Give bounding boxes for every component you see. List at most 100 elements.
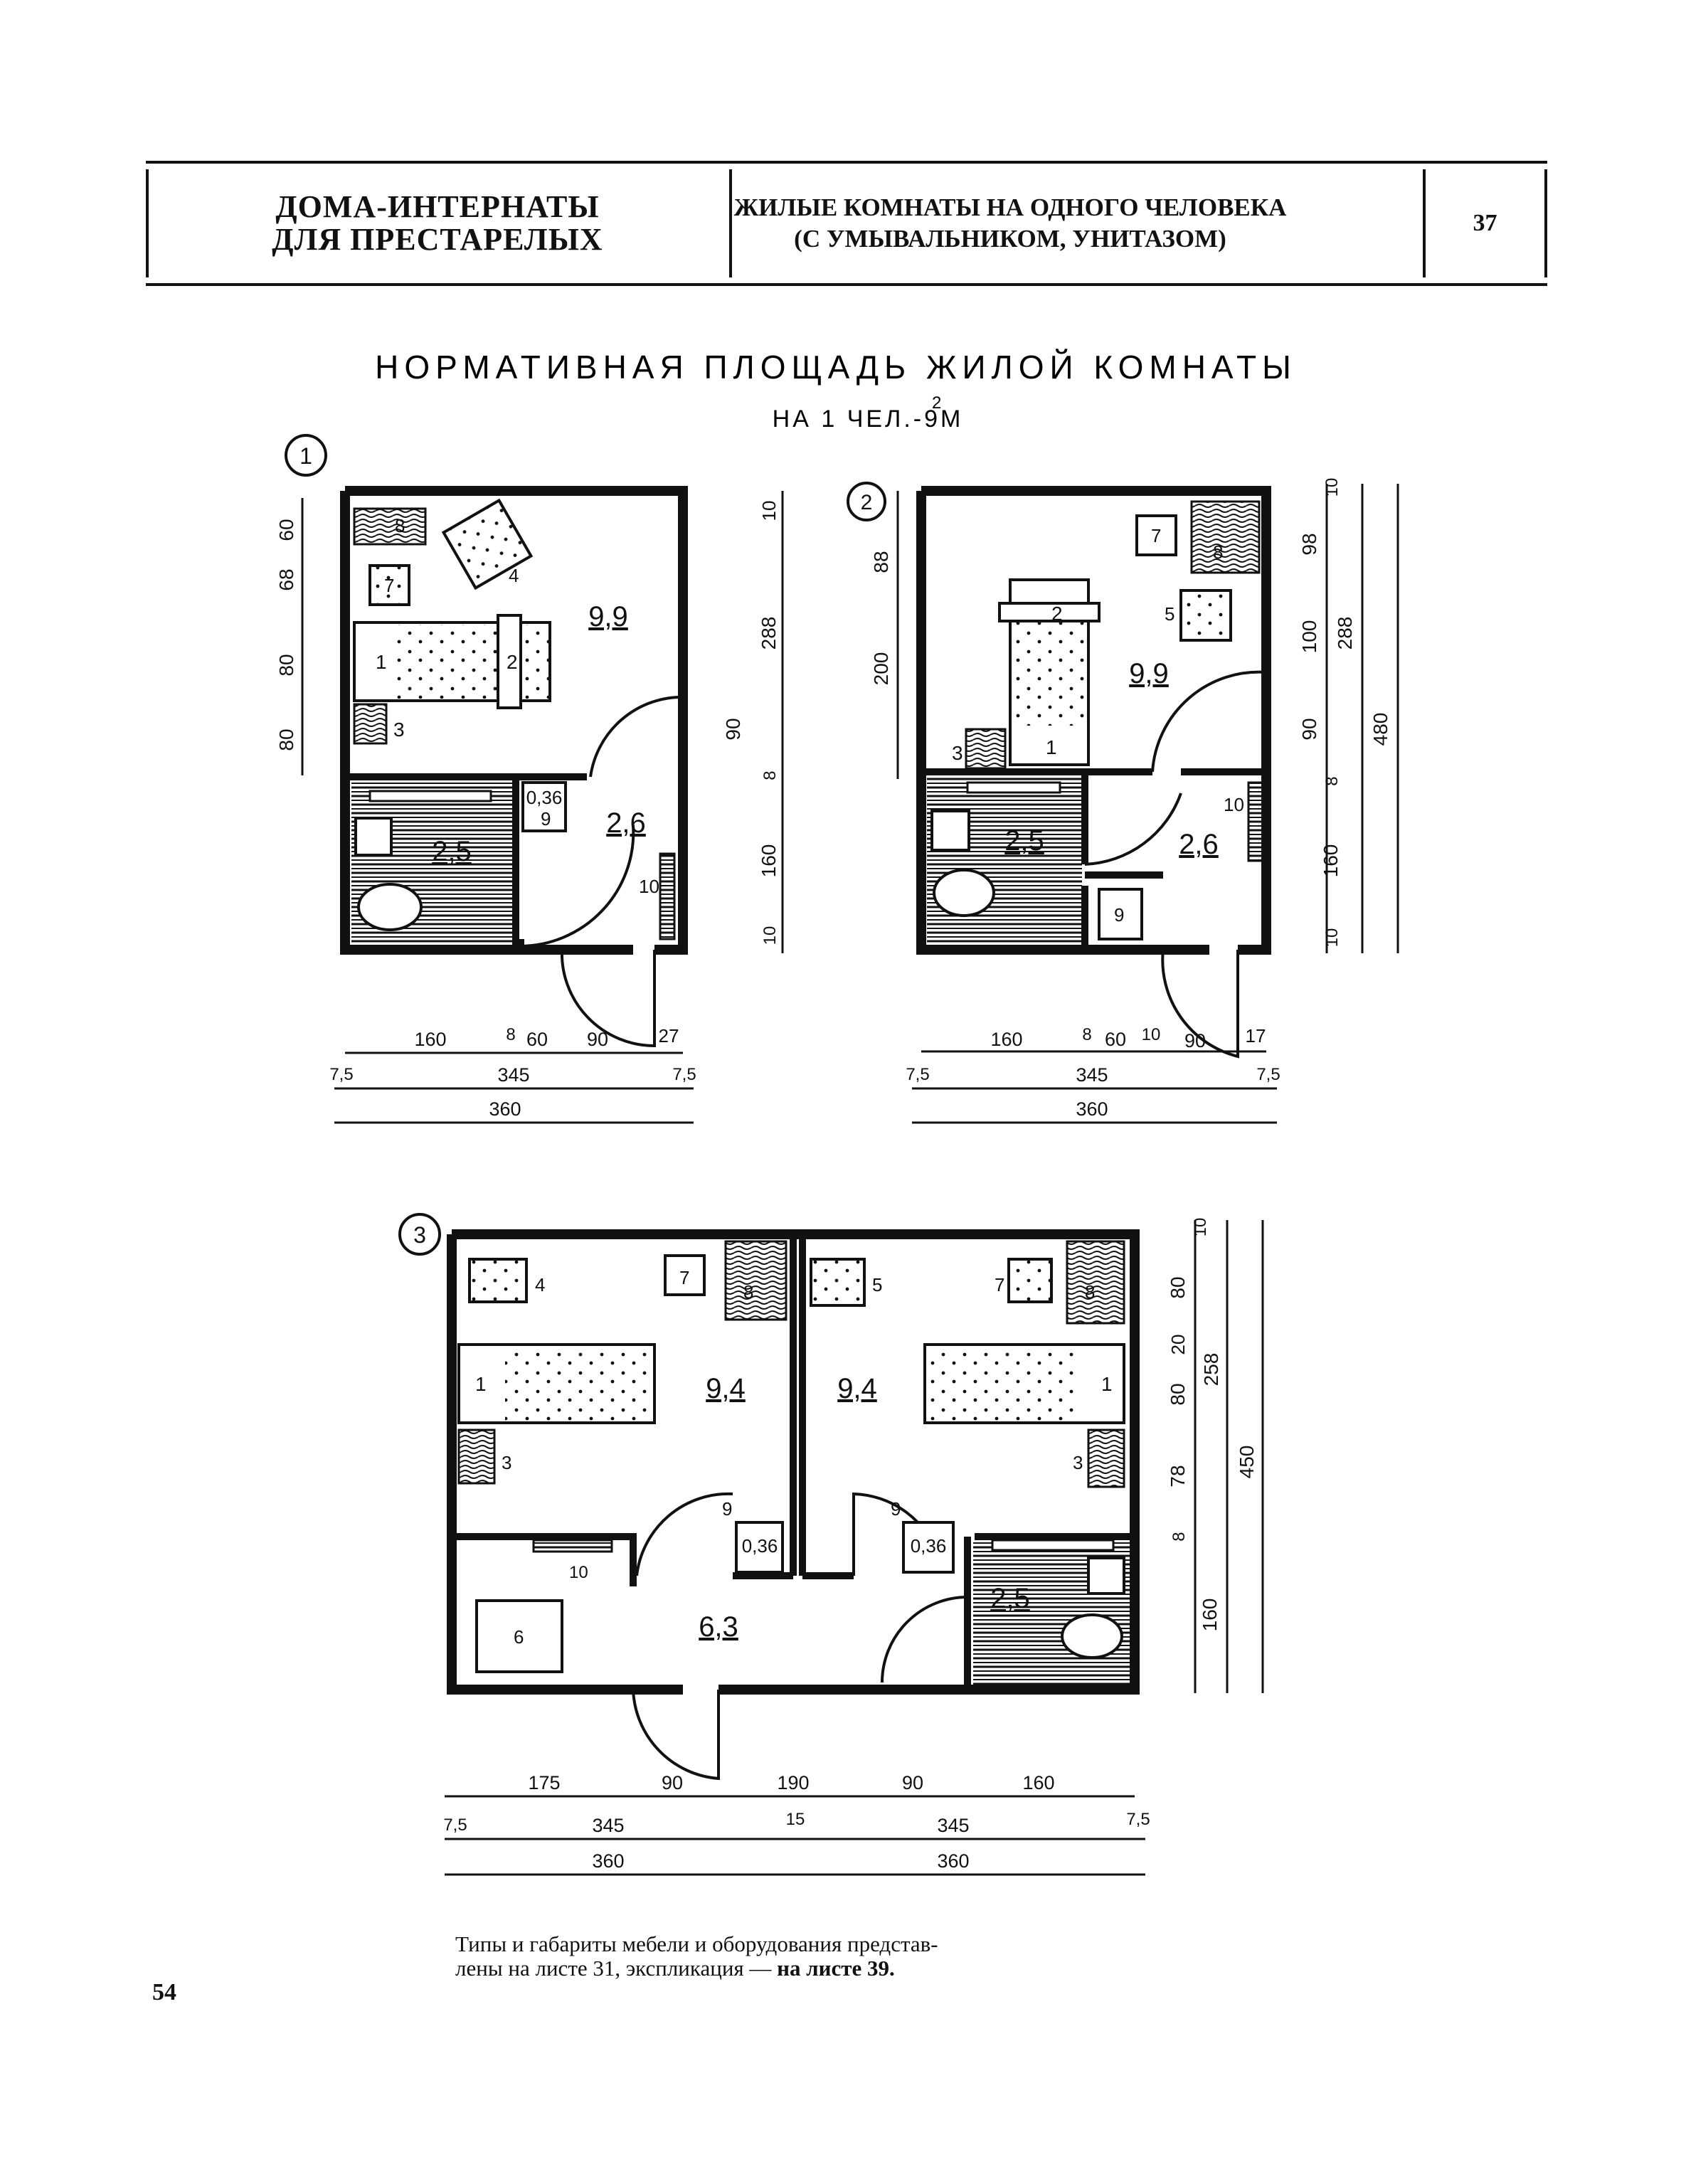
plan-3-label-right-7: 7 [995, 1274, 1004, 1295]
plan-3-dim-bottom-1: 90 [662, 1772, 683, 1793]
plan-2-label-10: 10 [1224, 794, 1244, 815]
plan-3-right-closet-9 [902, 1521, 955, 1574]
plan-2-label-1: 1 [1046, 736, 1057, 758]
plan-3-dim-bottom-9: 7,5 [1126, 1810, 1150, 1829]
plan-3-bathtub-edge [991, 1539, 1115, 1552]
plan-3-dim-bottom-11: 360 [937, 1850, 969, 1872]
header-left-border [146, 169, 149, 277]
drawing-subtitle-superscript: 2 [932, 393, 941, 413]
caption-line-1: Типы и габариты мебели и оборудования пр… [455, 1931, 938, 1956]
plan-3-left-door-arc [635, 1492, 733, 1576]
plan-1-label-2: 2 [507, 651, 518, 673]
plan-1-dim-bottom-1: 8 [506, 1025, 515, 1044]
plan-2-table-7 [1135, 514, 1177, 556]
plan-3-dim-right-mid: 258 [1200, 1353, 1222, 1387]
plan-3-left-wardrobe-8 [724, 1240, 788, 1321]
plan-3-label-left-1: 1 [475, 1373, 487, 1395]
plan-1-toilet [357, 883, 423, 931]
plan-2-label-7: 7 [1151, 525, 1161, 546]
plan-1-bath-door-arc [519, 825, 635, 948]
plan-3-right-table-7 [1007, 1258, 1053, 1303]
plan-2-bath-door-arc [1084, 793, 1182, 866]
plan-3-right-shelf-3 [1087, 1428, 1125, 1488]
plan-3-label-6: 6 [514, 1626, 524, 1648]
plan-1-bed-1 [391, 625, 549, 699]
plan-1-label-3: 3 [393, 719, 405, 741]
plan-1-dim-right-5: 10 [760, 926, 780, 945]
plan-1-dim-right-2: 90 [722, 718, 744, 740]
plan-3-left-bed-1 [505, 1347, 653, 1421]
plan-3-dim-right-0: 10 [1191, 1218, 1210, 1237]
drawing-title: НОРМАТИВНАЯ ПЛОЩАДЬ ЖИЛОЙ КОМНАТЫ [375, 349, 1297, 386]
plan-3-marker-circle [398, 1213, 441, 1256]
plan-3-dim-right-2: 20 [1167, 1335, 1189, 1355]
plan-2-bath-floor [927, 778, 1082, 945]
plan-2-dim-right-4: 8 [1322, 776, 1342, 785]
plan-3-left-table-7 [664, 1254, 706, 1296]
plan-2-dim-right-0: 10 [1322, 478, 1342, 497]
plan-3-bath-area: 2,5 [990, 1583, 1030, 1614]
plan-3-hall-area: 6,3 [699, 1611, 738, 1643]
plan-2-dim-bottom-0: 160 [990, 1029, 1022, 1050]
plan-3-entry-door-arc [632, 1689, 720, 1781]
plan-3-label-left-9: 9 [722, 1498, 732, 1520]
plan-1-marker: 1 [299, 443, 312, 469]
plan-3-dim-bottom-10: 360 [592, 1850, 624, 1872]
plan-3-dim-right-1: 80 [1167, 1276, 1189, 1298]
plan-2-dim-bottom-4: 90 [1184, 1030, 1206, 1051]
plan-1-hall-area: 2,6 [606, 807, 646, 839]
plan-1-dim-bottom-8: 360 [489, 1098, 521, 1120]
plan-1-closet-9 [521, 781, 567, 832]
caption-line-2: лены на листе 31, экспликация — на листе… [455, 1956, 1152, 1981]
header-divider-1 [729, 169, 732, 277]
plan-2-hanger-10 [1247, 781, 1264, 862]
plan-1-dim-right-1: 288 [758, 617, 780, 650]
plan-2-bath-area: 2,5 [1004, 825, 1044, 857]
plan-1-dim-bottom-0: 160 [414, 1029, 446, 1050]
plan-2-dim-bottom-1: 8 [1082, 1025, 1091, 1044]
plan-2-dim-right-1: 98 [1298, 533, 1320, 555]
plan-2-dim-right-outer: 480 [1369, 713, 1391, 746]
plan-1-shelf-3 [353, 703, 388, 745]
plan-1-label-4: 4 [509, 565, 519, 586]
plan-1-dim-bottom-7: 7,5 [672, 1065, 696, 1084]
header-topic: ЖИЛЫЕ КОМНАТЫ НА ОДНОГО ЧЕЛОВЕКА (С УМЫВ… [729, 164, 1291, 283]
page-number: 54 [152, 1979, 176, 2005]
plan-2-closet-9 [1098, 888, 1143, 940]
plan-3-corridor-walls [452, 1533, 1135, 1686]
plan-1-dim-right-3: 8 [760, 770, 780, 780]
plan-3-toilet [1061, 1613, 1123, 1659]
plan-3-dim-bottom-2: 190 [777, 1772, 809, 1793]
plan-1-washbasin [354, 817, 393, 857]
plan-2-marker: 2 [861, 491, 873, 514]
plan-3-right-bed-1 [927, 1347, 1076, 1421]
plan-3-dim-right-6: 160 [1199, 1599, 1221, 1632]
plan-3-label-5: 5 [872, 1274, 882, 1295]
plan-3-left-room-area: 9,4 [706, 1373, 746, 1404]
plan-2-dim-bottom-lines [912, 1050, 1277, 1124]
plan-3-label-left-7: 7 [679, 1267, 689, 1288]
plan-3-left-shelf-3 [457, 1428, 496, 1485]
plan-2-dim-bottom-5: 17 [1246, 1025, 1266, 1046]
plan-1-marker-circle [285, 434, 327, 477]
plan-1-bathtub-edge [368, 790, 492, 802]
plan-2-chair-2 [998, 602, 1101, 622]
plan-3-marker: 3 [413, 1222, 426, 1248]
plan-2-label-2: 2 [1051, 603, 1063, 625]
plan-2-bed-1 [1012, 619, 1086, 726]
plan-2-armchair-5 [1179, 589, 1232, 642]
plan-3-left-closet-9 [735, 1521, 784, 1574]
plan-1-dim-bottom-2: 60 [526, 1029, 548, 1050]
plan-2-walls [916, 486, 1271, 955]
plan-1-dim-right-0: 10 [758, 501, 780, 521]
plan-3-dim-bottom-4: 160 [1022, 1772, 1054, 1793]
header-topic-line2: (С УМЫВАЛЬНИКОМ, УНИТАЗОМ) [794, 225, 1226, 253]
plan-3-dim-bottom-5: 7,5 [443, 1815, 467, 1835]
plan-1-room-area: 9,9 [588, 601, 628, 632]
plan-1-labels: 1 9,9 2,5 2,6 0,36 1 2 3 4 7 8 9 10 60 6… [275, 443, 784, 1124]
header-sheet-number: 37 [1473, 210, 1497, 236]
plan-2-dim-right-5: 160 [1320, 844, 1342, 878]
sheet-header: ДОМА-ИНТЕРНАТЫ ДЛЯ ПРЕСТАРЕЛЫХ ЖИЛЫЕ КОМ… [146, 161, 1547, 286]
header-divider-2 [1423, 169, 1426, 277]
plan-1-dim-left-0: 60 [275, 519, 297, 541]
